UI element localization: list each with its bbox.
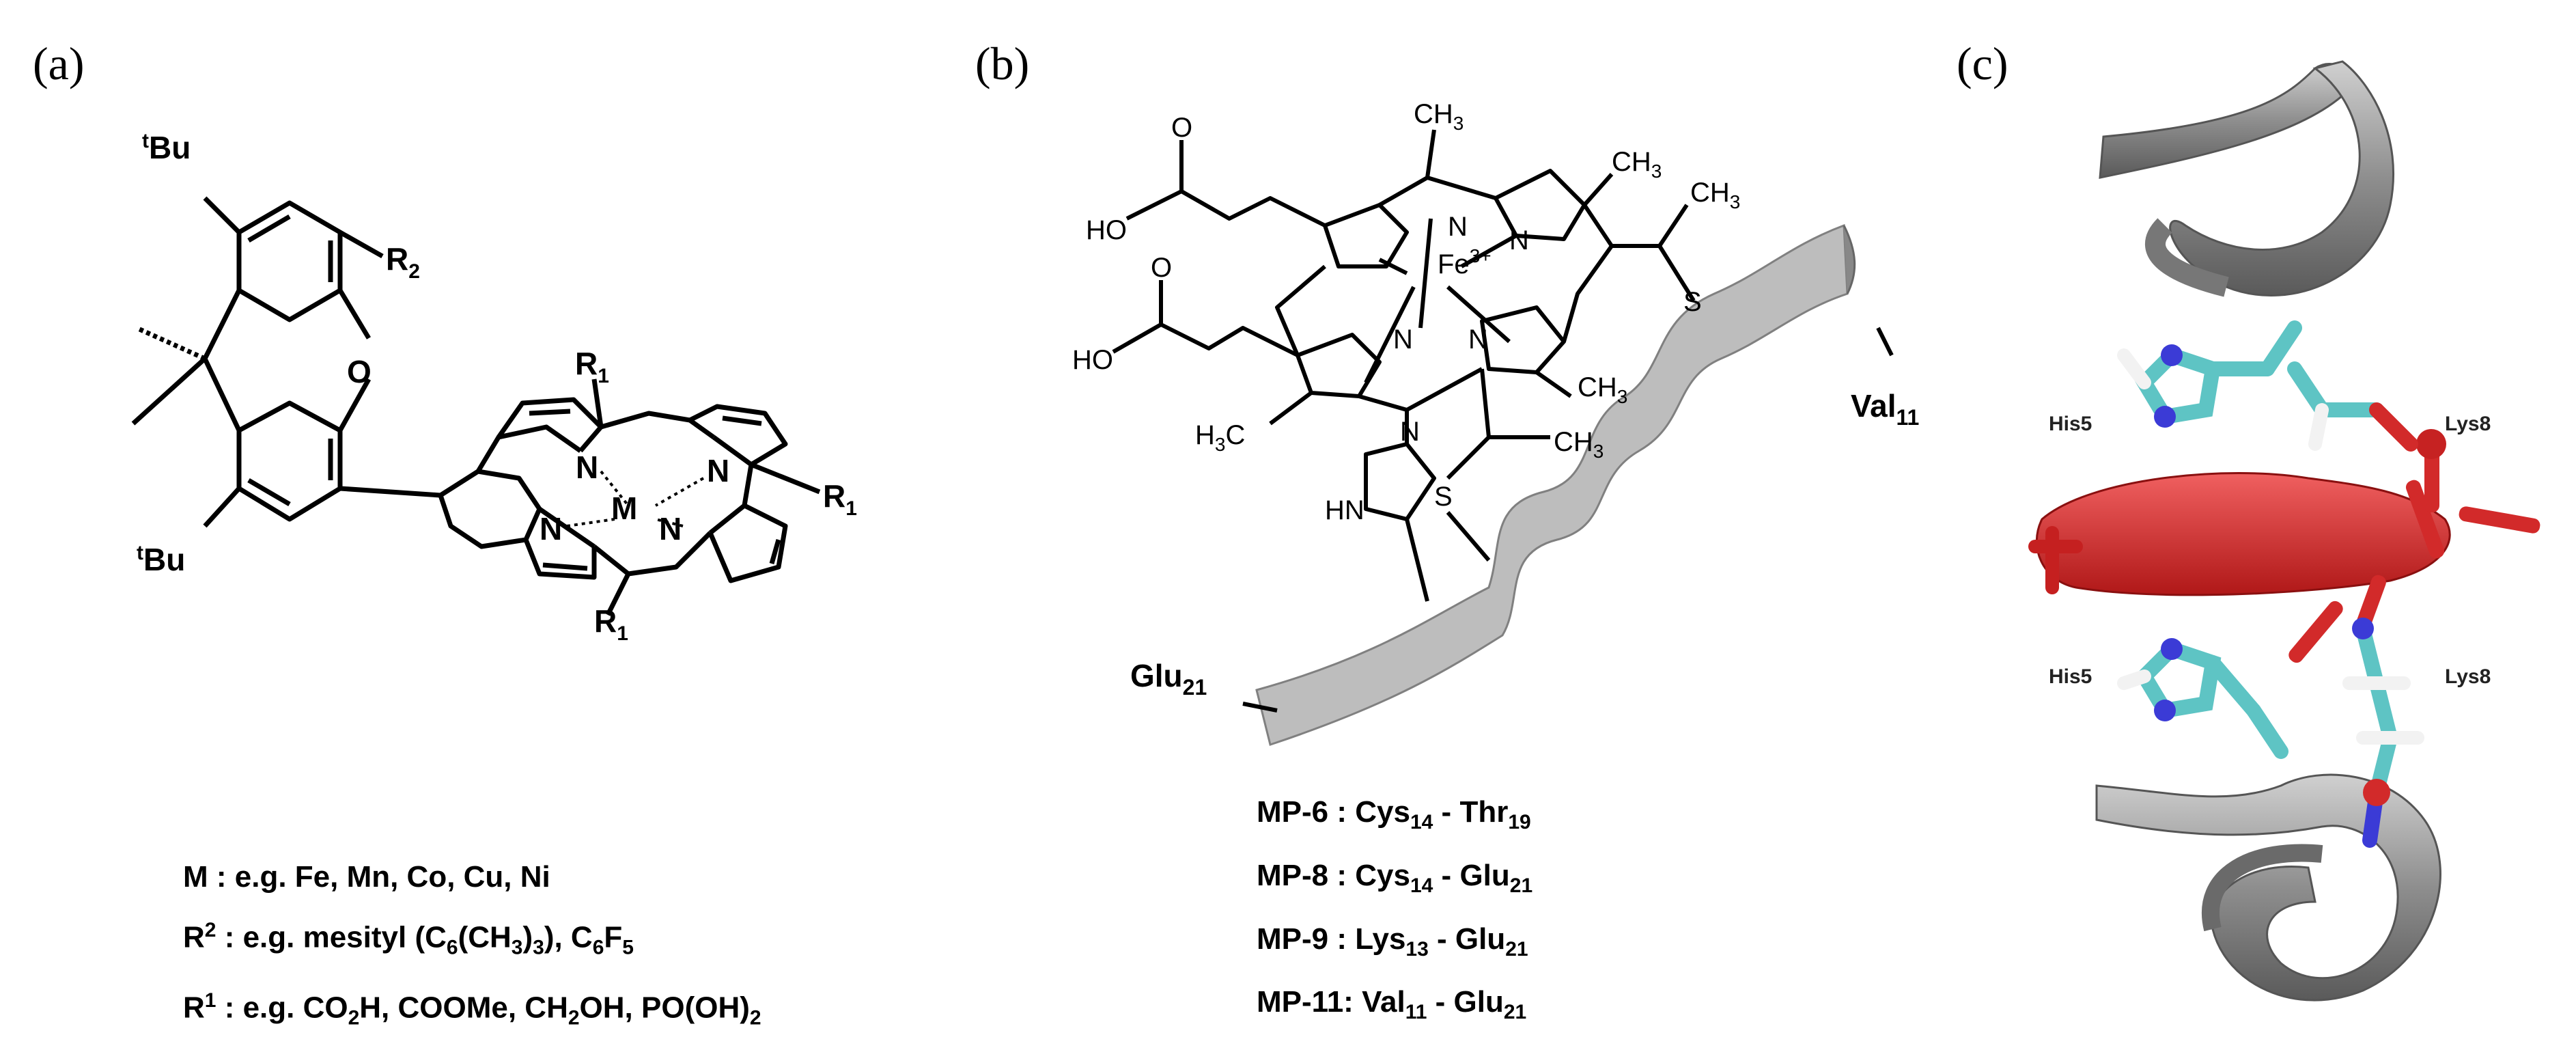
atom-h3c: H3C <box>1195 420 1245 455</box>
label-lys8-top: Lys8 <box>2445 413 2491 435</box>
atom-ch3-lower: CH3 <box>1554 427 1604 462</box>
label-val11: Val11 <box>1851 388 1919 430</box>
atom-tbu-top: tBu <box>142 130 191 165</box>
bottom-helix <box>2095 773 2441 1002</box>
atom-ch3-top: CH3 <box>1414 99 1464 134</box>
atom-n-left: N <box>1393 325 1413 355</box>
legend-a-row-m: M : e.g. Fe, Mn, Co, Cu, Ni <box>183 860 550 894</box>
atom-n3: N <box>540 511 562 547</box>
label-lys8-bottom: Lys8 <box>2445 665 2491 688</box>
atom-m: M <box>611 491 637 526</box>
legend-b-row-mp9: MP-9 : Lys13 - Glu21 <box>1257 922 1528 961</box>
atom-ho-2: HO <box>1072 345 1113 375</box>
atom-n-his: N <box>1400 417 1420 447</box>
atom-fe: Fe3+ <box>1438 245 1492 279</box>
panel-a-label: (a) <box>33 38 85 89</box>
atom-n-top: N <box>1448 212 1468 242</box>
porphyrin-xanthene-structure: tBu R2 O tBu N N N N M R1 R1 R1 <box>131 130 857 645</box>
label-glu21: Glu21 <box>1130 658 1207 700</box>
panel-c-label: (c) <box>1957 38 2008 89</box>
atom-n2: N <box>707 453 729 488</box>
atom-n-right: N <box>1509 225 1529 256</box>
atom-r1-top: R1 <box>575 346 609 387</box>
atom-ch3-right3: CH3 <box>1578 372 1627 407</box>
label-his5-top: His5 <box>2049 413 2092 435</box>
atom-n4: N <box>659 511 682 547</box>
atom-n1: N <box>576 450 598 485</box>
legend-b-row-mp6: MP-6 : Cys14 - Thr19 <box>1257 795 1531 833</box>
peptide-ribbon <box>1255 223 1849 746</box>
atom-r2: R2 <box>386 241 420 283</box>
atom-r1-right: R1 <box>823 478 857 520</box>
atom-s-1: S <box>1683 287 1702 317</box>
his5-bottom-sidechain <box>2117 638 2288 759</box>
panel-b: (b) <box>888 0 1919 1063</box>
his5-top-sidechain <box>2117 320 2302 428</box>
atom-o-2: O <box>1151 253 1172 283</box>
legend-b-row-mp8: MP-8 : Cys14 - Glu21 <box>1257 858 1533 897</box>
label-his5-bottom: His5 <box>2049 665 2092 688</box>
atom-o-1: O <box>1171 113 1192 143</box>
top-helix <box>2099 60 2394 297</box>
atom-ch3-right2: CH3 <box>1690 178 1740 212</box>
legend-a-row-r1: R1 : e.g. CO2H, COOMe, CH2OH, PO(OH)2 <box>183 989 761 1030</box>
panel-a: (a) <box>0 0 888 1063</box>
microperoxidase-structure: HO O HO O CH3 CH3 CH3 CH3 CH3 H3C Fe3+ N… <box>1072 99 1919 746</box>
atom-n-bottom: N <box>1468 325 1488 355</box>
panel-c: (c) <box>1844 0 2576 1063</box>
molecular-model-render: His5 Lys8 His5 Lys8 <box>2028 60 2540 1002</box>
atom-r1-bottom: R1 <box>594 603 628 645</box>
atom-tbu-bottom: tBu <box>137 542 185 577</box>
atom-ch3-right1: CH3 <box>1612 147 1662 182</box>
atom-o: O <box>347 354 372 389</box>
atom-s-2: S <box>1434 482 1453 512</box>
legend-b: MP-6 : Cys14 - Thr19 MP-8 : Cys14 - Glu2… <box>1257 786 1532 1039</box>
lys8-top-sidechain <box>2287 361 2418 452</box>
legend-a: M : e.g. Fe, Mn, Co, Cu, Ni R2 : e.g. me… <box>183 851 761 1045</box>
atom-ho-1: HO <box>1086 215 1127 245</box>
xanthene-top-ring <box>236 200 343 322</box>
atom-hn: HN <box>1325 495 1364 525</box>
panel-b-label: (b) <box>975 38 1030 89</box>
legend-b-row-mp11: MP-11: Val11 - Glu21 <box>1257 985 1527 1024</box>
lys8-bottom-sidechain <box>2342 618 2424 848</box>
heme-group <box>2028 429 2540 663</box>
legend-a-row-r2: R2 : e.g. mesityl (C6(CH3)3), C6F5 <box>183 919 634 959</box>
